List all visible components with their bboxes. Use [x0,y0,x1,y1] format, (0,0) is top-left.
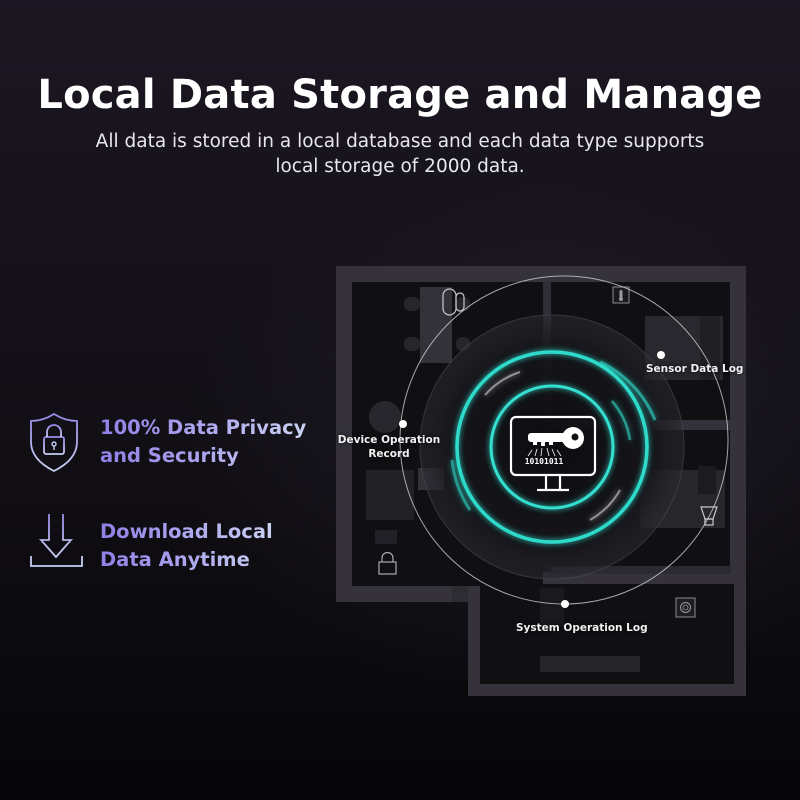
feature-download-line2: Data Anytime [100,546,273,574]
feature-privacy-text: 100% Data Privacy and Security [100,414,306,470]
feature-download-text: Download Local Data Anytime [100,518,273,574]
device-dot [399,420,407,428]
monitor-key-icon [509,415,597,492]
lock-icon [378,551,397,575]
feature-privacy-line1: 100% Data Privacy [100,414,306,442]
download-icon [30,514,83,567]
fingerprint-icon [675,597,696,618]
device-operation-label: Device Operation Record [334,433,444,461]
system-operation-log-label: System Operation Log [516,622,648,634]
device-operation-line1: Device Operation [337,434,441,446]
page-title: Local Data Storage and Manage [37,72,763,118]
sensor-dot [657,351,665,359]
feature-download: Download Local Data Anytime [26,514,326,584]
feature-privacy: 100% Data Privacy and Security [26,410,326,480]
system-dot [561,600,569,608]
feature-privacy-line2: and Security [100,442,306,470]
door-sensor-icon [442,288,465,316]
binary-text: 10101011 [525,457,564,466]
signal-rings [450,350,657,544]
shield-lock-icon [30,412,78,472]
thermometer-icon [612,286,630,304]
light-bulb-icon [700,506,718,526]
device-operation-line2: Record [368,448,410,460]
sensor-data-log-label: Sensor Data Log [646,363,744,375]
feature-download-line1: Download Local [100,518,273,546]
page-subtitle: All data is stored in a local database a… [95,131,705,177]
glow-disc [420,315,684,579]
key-glyph [528,427,584,449]
